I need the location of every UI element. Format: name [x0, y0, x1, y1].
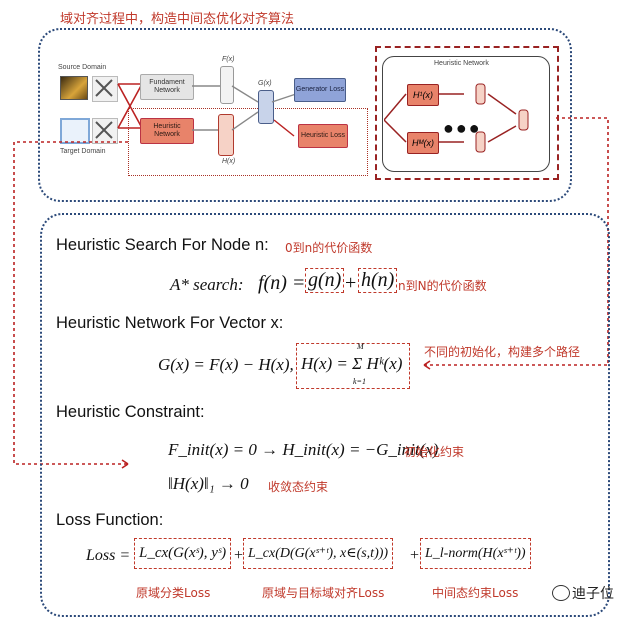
- network-eq-boxed-text: H(x) = Σ Hᵏ(x): [301, 354, 403, 373]
- search-eq-f: f(n) =: [258, 272, 306, 294]
- ellipsis-dots: ●●●: [443, 118, 482, 138]
- loss-lhs: Loss =: [86, 547, 131, 564]
- source-pen-image: [92, 76, 118, 102]
- loss-heading: Loss Function:: [56, 511, 164, 529]
- loss-label1: 原域分类Loss: [136, 586, 211, 600]
- constraint-note2: 收敛态约束: [268, 480, 329, 494]
- scissors-icon: [95, 79, 113, 97]
- search-eq-h-box: h(n): [358, 268, 398, 293]
- constraint-eq2: ‖H(x)‖₁ → 0: [168, 474, 249, 493]
- hx-node-column: [218, 114, 234, 156]
- search-eq-plus: +: [345, 272, 357, 294]
- fundament-network-box: Fundament Network: [140, 74, 194, 100]
- loss-term2: L_cx(D(G(xˢ⁺ᵗ), x∈(s,t))): [243, 538, 394, 569]
- hx-label: H(x): [222, 158, 236, 165]
- watermark-logo-icon: [552, 585, 570, 601]
- input-arrows: [117, 83, 143, 129]
- search-note2: n到N的代价函数: [398, 279, 487, 293]
- search-note: 0到n的代价函数: [285, 241, 373, 255]
- fx-node-column: [220, 66, 234, 104]
- heuristic-network-panel-label: Heuristic Network: [434, 60, 489, 67]
- network-eq-main: G(x) = F(x) − H(x),: [158, 355, 294, 374]
- constraint-heading: Heuristic Constraint:: [56, 403, 205, 421]
- fx-label: F(x): [222, 56, 235, 63]
- generator-loss-box: Generator Loss: [294, 78, 346, 102]
- target-scissors-image: [92, 118, 118, 144]
- network-sum-top: M: [357, 342, 364, 351]
- loss-plus1: +: [234, 547, 244, 564]
- constraint-eq1: F_init(x) = 0 → H_init(x) = −G_init(x): [168, 440, 439, 459]
- loss-term3: L_l-norm(H(xˢ⁺ᵗ)): [420, 538, 531, 569]
- scissors-icon-2: [95, 121, 113, 139]
- gx-node-column: [258, 90, 274, 124]
- h1-box: H¹(x): [407, 84, 439, 106]
- loss-label2: 原域与目标域对齐Loss: [262, 586, 385, 600]
- bottom-panel: [40, 213, 610, 617]
- target-domain-label: Target Domain: [60, 148, 106, 155]
- target-monitor-image: [60, 118, 90, 144]
- network-sum-bottom: k=1: [353, 377, 366, 386]
- search-eq-left: A* search:: [170, 275, 244, 294]
- loss-label3: 中间态约束Loss: [432, 586, 519, 600]
- watermark-text: 迪子位: [572, 586, 614, 602]
- search-heading: Heuristic Search For Node n:: [56, 236, 269, 254]
- top-title: 域对齐过程中，构造中间态优化对齐算法: [56, 8, 299, 27]
- node-arrows: [192, 85, 297, 137]
- gx-label: G(x): [258, 80, 272, 87]
- constraint-note1: 初始化约束: [404, 445, 465, 459]
- search-eq-g-box: g(n): [305, 268, 345, 293]
- heuristic-loss-box: Heuristic Loss: [298, 124, 348, 148]
- heuristic-network-box: Heuristic Network: [140, 118, 194, 144]
- loss-term1: L_cx(G(xˢ), yˢ): [134, 538, 232, 569]
- heuristic-panel-arrows: [384, 83, 529, 153]
- source-laptop-image: [60, 76, 88, 100]
- loss-plus2: +: [410, 547, 420, 564]
- top-panel: [38, 28, 572, 202]
- heuristic-path-region: [128, 108, 368, 176]
- hm-box: Hᴹ(x): [407, 132, 439, 154]
- source-domain-label: Source Domain: [58, 64, 107, 71]
- network-note: 不同的初始化，构建多个路径: [424, 345, 581, 359]
- network-eq-boxed: H(x) = Σ Hᵏ(x) M k=1: [296, 342, 410, 389]
- network-heading: Heuristic Network For Vector x:: [56, 314, 284, 332]
- heuristic-network-panel: [375, 46, 559, 180]
